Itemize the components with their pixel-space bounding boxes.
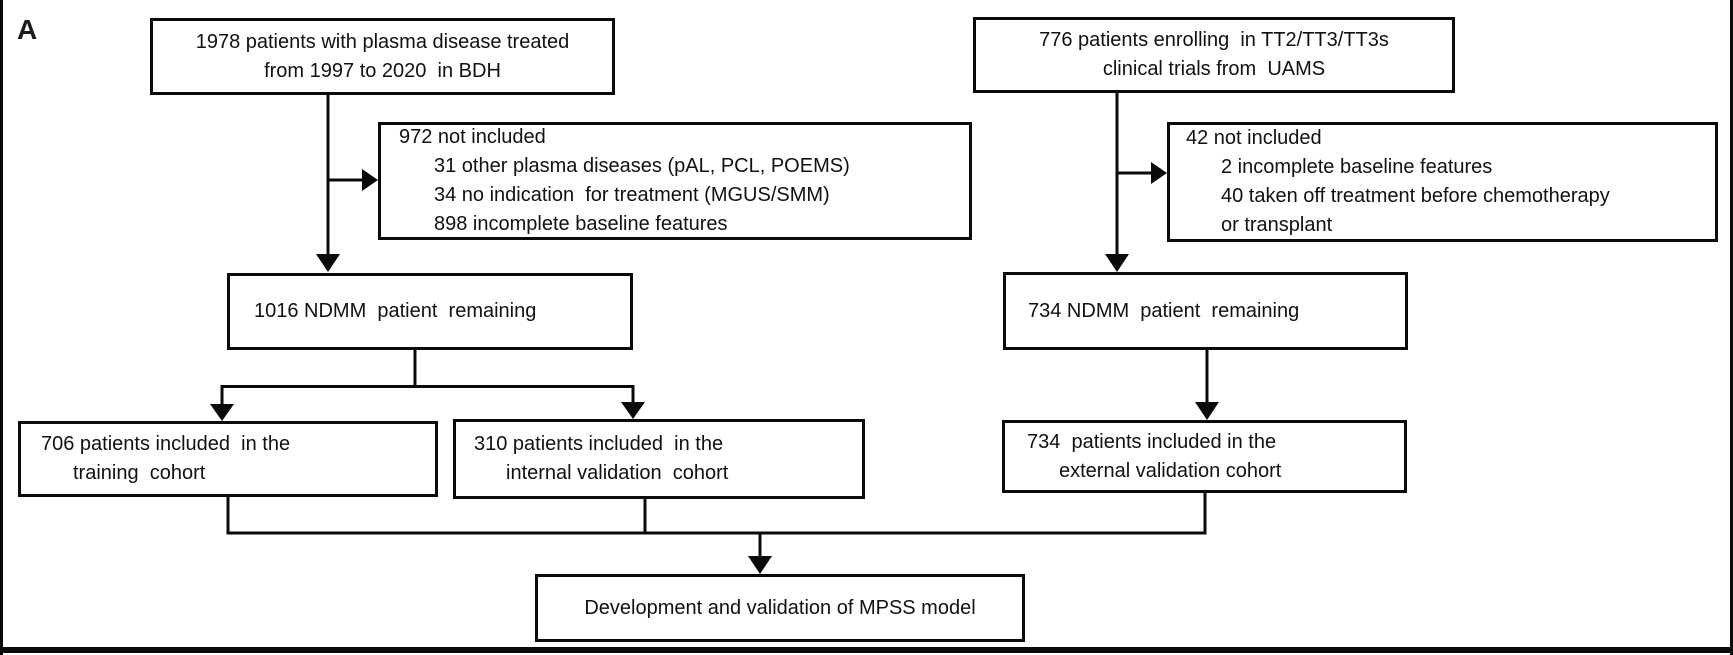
box-excluded-uams-line2: 2 incomplete baseline features [1221, 156, 1493, 178]
box-internal-validation-cohort: 310 patients included in the internal va… [453, 419, 865, 499]
box-excluded-uams-line4: or transplant [1221, 214, 1333, 236]
box-initial-uams: 776 patients enrolling in TT2/TT3/TT3s c… [973, 17, 1455, 93]
box-mpss-model-line1: Development and validation of MPSS model [584, 596, 976, 619]
box-training-cohort-line1: 706 patients included in the [41, 433, 291, 455]
box-initial-uams-line2: clinical trials from UAMS [1102, 58, 1326, 80]
box-remaining-uams-line1: 734 NDMM patient remaining [1028, 299, 1300, 322]
arrowhead-bdh-to-excluded [362, 169, 378, 191]
box-excluded-bdh-line2: 31 other plasma diseases (pAL, PCL, POEM… [434, 155, 850, 177]
box-initial-uams-line1: 776 patients enrolling in TT2/TT3/TT3s [1039, 29, 1389, 51]
box-initial-bdh-line2: from 1997 to 2020 in BDH [264, 59, 501, 82]
arrowhead-to-internal [621, 402, 645, 419]
box-excluded-bdh: 972 not included 31 other plasma disease… [378, 122, 972, 240]
box-remaining-bdh: 1016 NDMM patient remaining [227, 273, 633, 350]
arrowhead-to-external [1195, 402, 1219, 420]
arrowhead-to-mpss [748, 556, 772, 574]
box-internal-validation-line2: internal validation cohort [506, 462, 729, 484]
box-excluded-bdh-line4: 898 incomplete baseline features [434, 213, 728, 235]
box-excluded-uams: 42 not included 2 incomplete baseline fe… [1167, 122, 1718, 242]
box-training-cohort-line2: training cohort [73, 462, 206, 484]
box-excluded-bdh-line3: 34 no indication for treatment (MGUS/SMM… [434, 184, 830, 206]
arrowhead-bdh-to-remaining [316, 254, 340, 272]
box-external-validation-line2: external validation cohort [1059, 459, 1282, 482]
box-training-cohort: 706 patients included in the training co… [18, 421, 438, 497]
box-excluded-bdh-line1: 972 not included [399, 126, 546, 148]
box-mpss-model: Development and validation of MPSS model [535, 574, 1025, 642]
box-excluded-uams-line3: 40 taken off treatment before chemothera… [1221, 185, 1610, 207]
box-initial-bdh-line1: 1978 patients with plasma disease treate… [195, 30, 570, 53]
box-external-validation-line1: 734 patients included in the [1027, 430, 1277, 453]
arrowhead-to-training [210, 404, 234, 421]
box-initial-bdh: 1978 patients with plasma disease treate… [150, 18, 615, 95]
box-excluded-uams-line1: 42 not included [1186, 127, 1322, 149]
arrowhead-uams-to-excluded [1151, 162, 1167, 184]
box-remaining-uams: 734 NDMM patient remaining [1003, 272, 1408, 350]
box-internal-validation-line1: 310 patients included in the [474, 433, 724, 455]
box-external-validation-cohort: 734 patients included in the external va… [1002, 420, 1407, 493]
panel-label: A [17, 14, 38, 45]
arrowhead-uams-to-remaining [1105, 254, 1129, 272]
box-remaining-bdh-line1: 1016 NDMM patient remaining [254, 300, 537, 322]
